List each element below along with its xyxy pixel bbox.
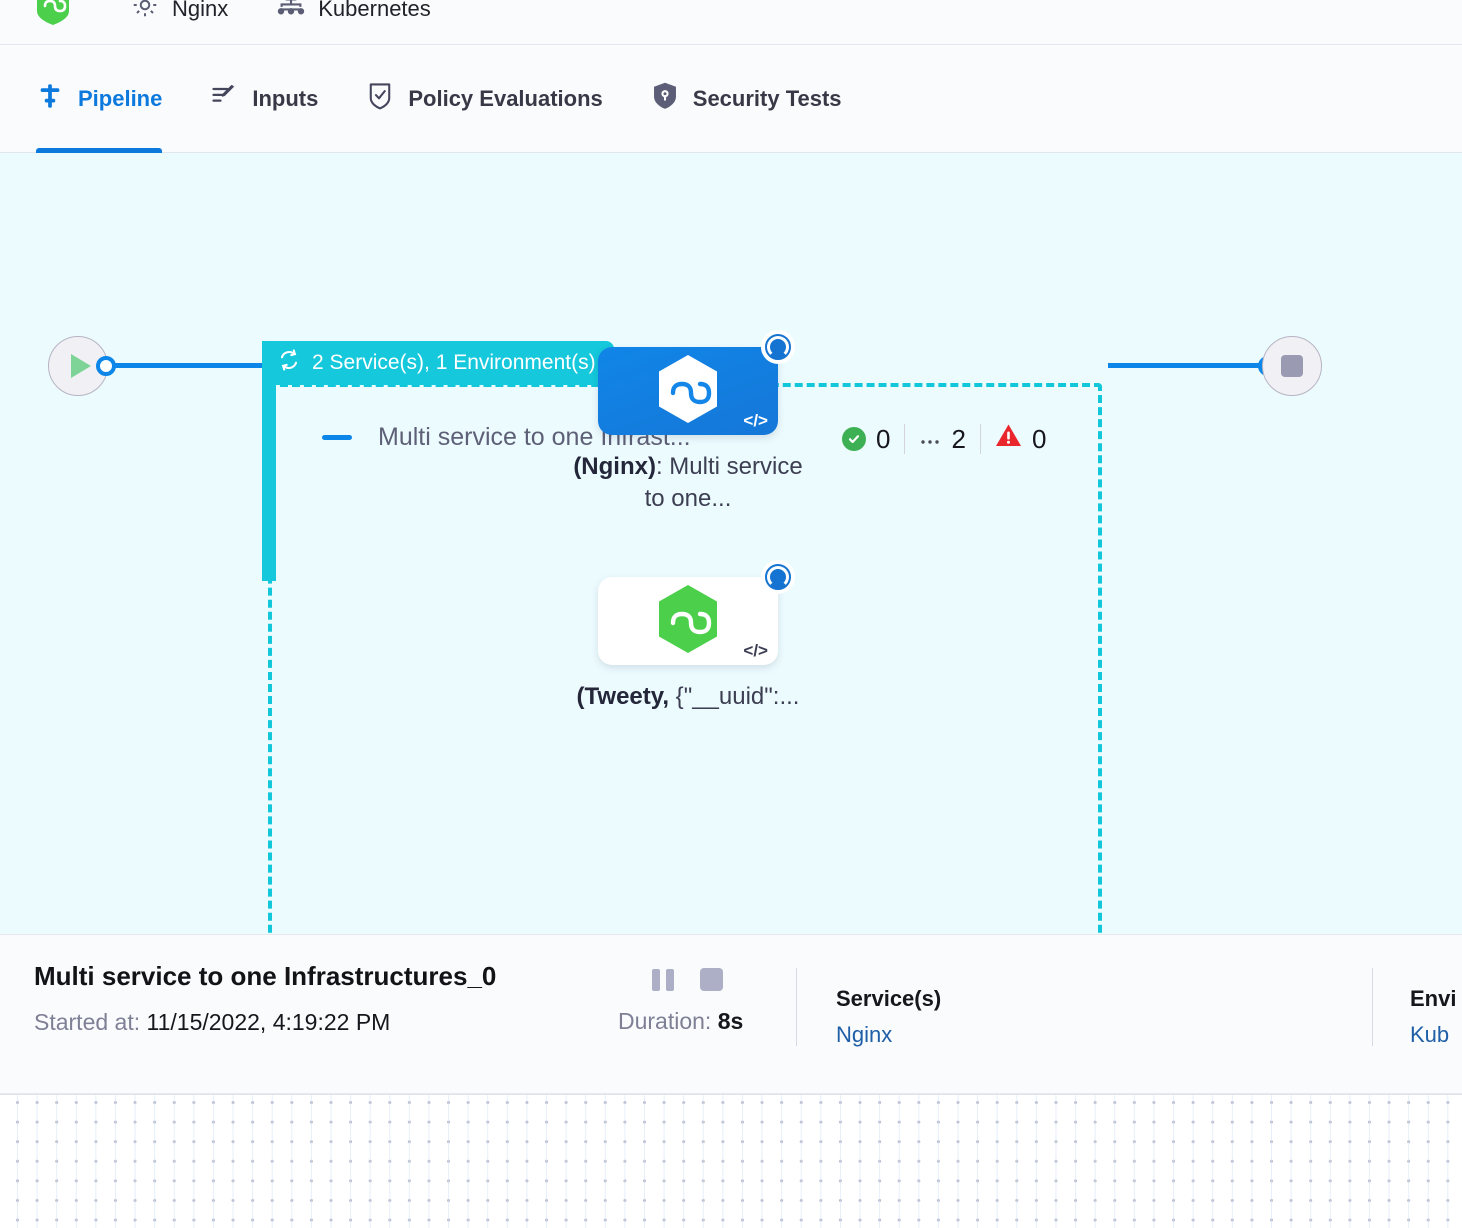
tab-security-tests-label: Security Tests: [692, 85, 842, 111]
services-value[interactable]: Nginx: [836, 1022, 893, 1047]
node-nginx[interactable]: </> (Nginx): Multi service to one...: [573, 330, 803, 514]
environments-heading: Envi: [1410, 986, 1457, 1011]
count-success: 0: [842, 424, 904, 455]
collapse-icon[interactable]: [322, 435, 352, 440]
stop-icon: [1281, 355, 1303, 377]
code-glyph-icon: </>: [743, 641, 768, 660]
code-glyph-icon: </>: [743, 411, 768, 430]
detail-divider-1: [796, 968, 797, 1046]
edge-start-to-group: [112, 363, 272, 368]
node-nginx-label-rest: : Multi service to one...: [644, 453, 803, 512]
loop-icon: [276, 347, 302, 379]
pipeline-canvas[interactable]: 2 Service(s), 1 Environment(s) Multi ser…: [0, 153, 1462, 934]
execution-controls: [652, 968, 723, 991]
breadcrumb-label-1: Nginx: [172, 0, 229, 21]
inputs-icon: [210, 82, 238, 115]
node-tweety-label-rest: {"__uuid":...: [675, 683, 800, 710]
node-tweety-label-bold: (Tweety,: [576, 683, 669, 710]
count-error: 0: [981, 423, 1060, 455]
tab-bar: Pipeline Inputs Policy Evaluations: [0, 45, 1462, 153]
breadcrumb-item-environment[interactable]: Kubernetes: [276, 0, 431, 44]
tab-security-tests[interactable]: Security Tests: [651, 45, 842, 153]
node-nginx-label-bold: (Nginx): [573, 453, 656, 480]
started-at-value: 11/15/2022, 4:19:22 PM: [146, 1009, 391, 1035]
count-error-value: 0: [1031, 423, 1047, 454]
stage-status-counts: 0 2 0: [842, 423, 1060, 455]
node-nginx-status-running-icon: [761, 330, 795, 364]
node-nginx-card[interactable]: </>: [598, 330, 795, 435]
shield-check-icon: [366, 81, 394, 116]
services-meta: Service(s) Nginx: [836, 986, 941, 1048]
count-pending-value: 2: [951, 423, 966, 454]
play-icon: [71, 354, 91, 378]
breadcrumb-item-logo[interactable]: [36, 0, 82, 44]
shield-security-icon: [651, 81, 679, 116]
warning-triangle-icon: [995, 423, 1022, 455]
group-badge[interactable]: 2 Service(s), 1 Environment(s): [262, 341, 614, 385]
count-divider-1: [904, 424, 906, 454]
tab-pipeline[interactable]: Pipeline: [36, 45, 163, 153]
tab-inputs[interactable]: Inputs: [210, 45, 318, 153]
ellipsis-icon: [919, 428, 941, 450]
hexagon-green-logo-icon: [36, 0, 70, 30]
tab-pipeline-label: Pipeline: [78, 85, 163, 111]
tab-inputs-label: Inputs: [252, 85, 319, 111]
breadcrumb-bar: Nginx Kubernetes: [0, 0, 1462, 45]
edge-group-to-end: [1108, 363, 1268, 368]
node-nginx-label: (Nginx): Multi service to one...: [573, 451, 803, 514]
execution-detail-bar: Multi service to one Infrastructures_0 S…: [0, 934, 1462, 1094]
node-tweety-label: (Tweety, {"__uuid":...: [573, 681, 803, 713]
pipeline-icon: [36, 82, 64, 115]
started-at-label: Started at:: [34, 1009, 141, 1035]
gear-icon: [130, 0, 160, 25]
breadcrumb-item-service[interactable]: Nginx: [130, 0, 228, 44]
count-success-value: 0: [876, 423, 891, 454]
detail-divider-2: [1372, 968, 1373, 1046]
services-heading: Service(s): [836, 986, 942, 1011]
node-tweety[interactable]: </> (Tweety, {"__uuid":...: [577, 560, 803, 713]
environments-value[interactable]: Kub: [1410, 1022, 1450, 1047]
hexagon-infinity-green-icon: [657, 584, 719, 659]
stop-square-icon[interactable]: [700, 968, 723, 991]
node-tweety-card[interactable]: </>: [598, 560, 795, 665]
execution-started-at: Started at: 11/15/2022, 4:19:22 PM: [34, 1009, 390, 1036]
check-circle-icon: [842, 427, 866, 451]
tab-policy-evaluations-label: Policy Evaluations: [408, 85, 603, 111]
execution-title: Multi service to one Infrastructures_0: [34, 961, 497, 991]
duration-label: Duration:: [618, 1008, 712, 1034]
hexagon-infinity-white-icon: [657, 354, 719, 429]
duration-value: 8s: [717, 1008, 744, 1034]
count-divider-2: [979, 424, 981, 454]
node-tweety-status-running-icon: [761, 560, 795, 594]
group-rail: [262, 341, 276, 581]
pipeline-end-node[interactable]: [1262, 336, 1322, 396]
kubernetes-icon: [276, 0, 306, 25]
group-badge-label: 2 Service(s), 1 Environment(s): [312, 351, 596, 374]
pause-icon[interactable]: [652, 968, 674, 991]
environments-meta: Envi Kub: [1410, 986, 1456, 1048]
execution-duration: Duration: 8s: [618, 1008, 743, 1035]
background-grid-canvas[interactable]: [0, 1094, 1462, 1228]
count-pending: 2: [905, 424, 979, 455]
tab-policy-evaluations[interactable]: Policy Evaluations: [366, 45, 603, 153]
breadcrumb-label-2: Kubernetes: [318, 0, 431, 21]
